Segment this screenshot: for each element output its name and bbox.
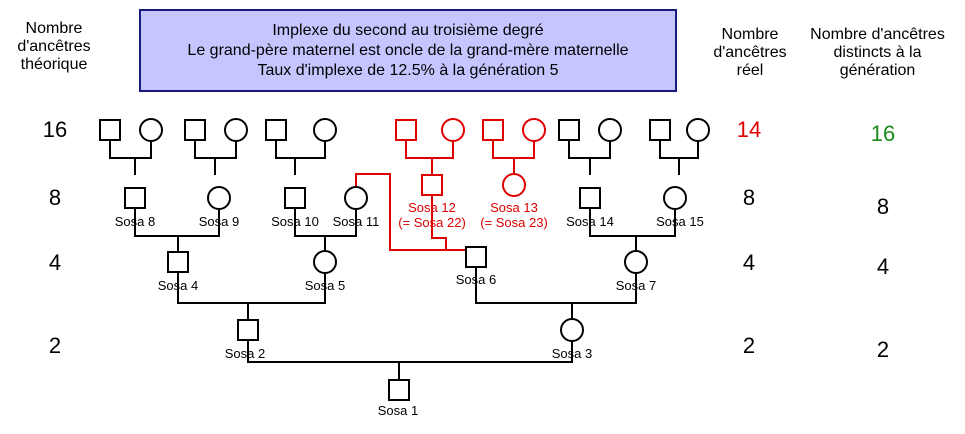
- person-s14-square: [579, 187, 601, 209]
- header-distinct: Nombre d'ancêtres distincts à la générat…: [810, 26, 945, 79]
- couple-line-gen5-4: [405, 140, 454, 159]
- count-distinct-2: 8: [877, 194, 889, 219]
- label-s14: Sosa 14: [566, 214, 614, 229]
- person-s7-circle: [624, 250, 648, 274]
- couple-line-sosa-4-5: [177, 273, 326, 304]
- title-line-2: Le grand-père maternel est oncle de la g…: [187, 41, 629, 59]
- label-s8: Sosa 8: [115, 214, 155, 229]
- count-real-3: 4: [743, 250, 755, 275]
- label-s2: Sosa 2: [225, 346, 265, 361]
- count-distinct-4: 2: [877, 337, 889, 362]
- gen5-person-9-square: [482, 119, 504, 141]
- count-real-4: 2: [743, 333, 755, 358]
- couple-line-sosa-6-7: [475, 268, 637, 304]
- couple-line-sosa-2-3: [247, 341, 573, 363]
- gen5-person-3-square: [184, 119, 206, 141]
- couple-line-gen5-1: [109, 140, 152, 159]
- couple-line-gen5-5: [492, 140, 535, 159]
- person-s15-circle: [663, 186, 687, 210]
- label-s9: Sosa 9: [199, 214, 239, 229]
- gen5-person-4-circle: [224, 118, 248, 142]
- label-s13: Sosa 13: [490, 200, 538, 215]
- label-s15: Sosa 15: [656, 214, 704, 229]
- person-s11-circle: [344, 186, 368, 210]
- implex-line-sosa-11: [355, 173, 446, 251]
- implex-line-sosa-12: [431, 196, 466, 251]
- label-s6: Sosa 6: [456, 272, 496, 287]
- count-theoretical-2: 8: [49, 185, 61, 210]
- person-s6-square: [465, 246, 487, 268]
- couple-line-gen5-7: [659, 140, 699, 159]
- person-s8-square: [124, 187, 146, 209]
- person-s2-square: [237, 319, 259, 341]
- couple-line-gen5-3: [275, 140, 326, 159]
- title-line-1: Implexe du second au troisième degré: [272, 21, 544, 39]
- count-theoretical-3: 4: [49, 250, 61, 275]
- count-real-1: 14: [737, 117, 761, 142]
- label-s1: Sosa 1: [378, 403, 418, 418]
- header-real: Nombre d'ancêtres réel: [713, 26, 787, 79]
- couple-line-sosa-14-15: [589, 209, 676, 237]
- count-distinct-1: 16: [871, 121, 895, 146]
- person-s12-square: [421, 174, 443, 196]
- gen5-person-7-square: [395, 119, 417, 141]
- couple-line-gen5-6: [568, 140, 611, 159]
- gen5-person-14-circle: [686, 118, 710, 142]
- gen5-person-10-circle: [522, 118, 546, 142]
- label-s12: Sosa 12: [408, 200, 456, 215]
- person-s1-square: [388, 379, 410, 401]
- label-s3: Sosa 3: [552, 346, 592, 361]
- gen5-person-5-square: [265, 119, 287, 141]
- count-distinct-3: 4: [877, 254, 889, 279]
- label-s5: Sosa 5: [305, 278, 345, 293]
- gen5-person-13-square: [649, 119, 671, 141]
- title-line-3: Taux d'implexe de 12.5% à la génération …: [257, 61, 559, 79]
- person-shapes: [99, 118, 710, 401]
- gen5-person-1-square: [99, 119, 121, 141]
- gen5-person-6-circle: [313, 118, 337, 142]
- count-theoretical-4: 2: [49, 333, 61, 358]
- person-s10-square: [284, 187, 306, 209]
- count-real-2: 8: [743, 185, 755, 210]
- person-s13-circle: [502, 173, 526, 197]
- label-s10: Sosa 10: [271, 214, 319, 229]
- person-s9-circle: [207, 186, 231, 210]
- person-s4-square: [167, 251, 189, 273]
- person-s3-circle: [560, 318, 584, 342]
- title-box: Implexe du second au troisième degré Le …: [139, 9, 677, 92]
- couple-line-gen5-2: [194, 140, 237, 159]
- label-s11: Sosa 11: [333, 214, 380, 229]
- label-s7: Sosa 7: [616, 278, 656, 293]
- label2-s13: (= Sosa 23): [480, 215, 548, 230]
- gen5-person-2-circle: [139, 118, 163, 142]
- label-s4: Sosa 4: [158, 278, 198, 293]
- count-theoretical-1: 16: [43, 117, 67, 142]
- connector-lines: [109, 140, 699, 379]
- generation-counts: 16 14 16 8 8 8 4 4 4 2 2 2: [43, 117, 895, 362]
- label2-s12: (= Sosa 22): [398, 215, 466, 230]
- person-s5-circle: [313, 250, 337, 274]
- gen5-person-11-square: [558, 119, 580, 141]
- gen5-person-12-circle: [598, 118, 622, 142]
- gen5-person-8-circle: [441, 118, 465, 142]
- header-theoretical: Nombre d'ancêtres théorique: [17, 20, 91, 73]
